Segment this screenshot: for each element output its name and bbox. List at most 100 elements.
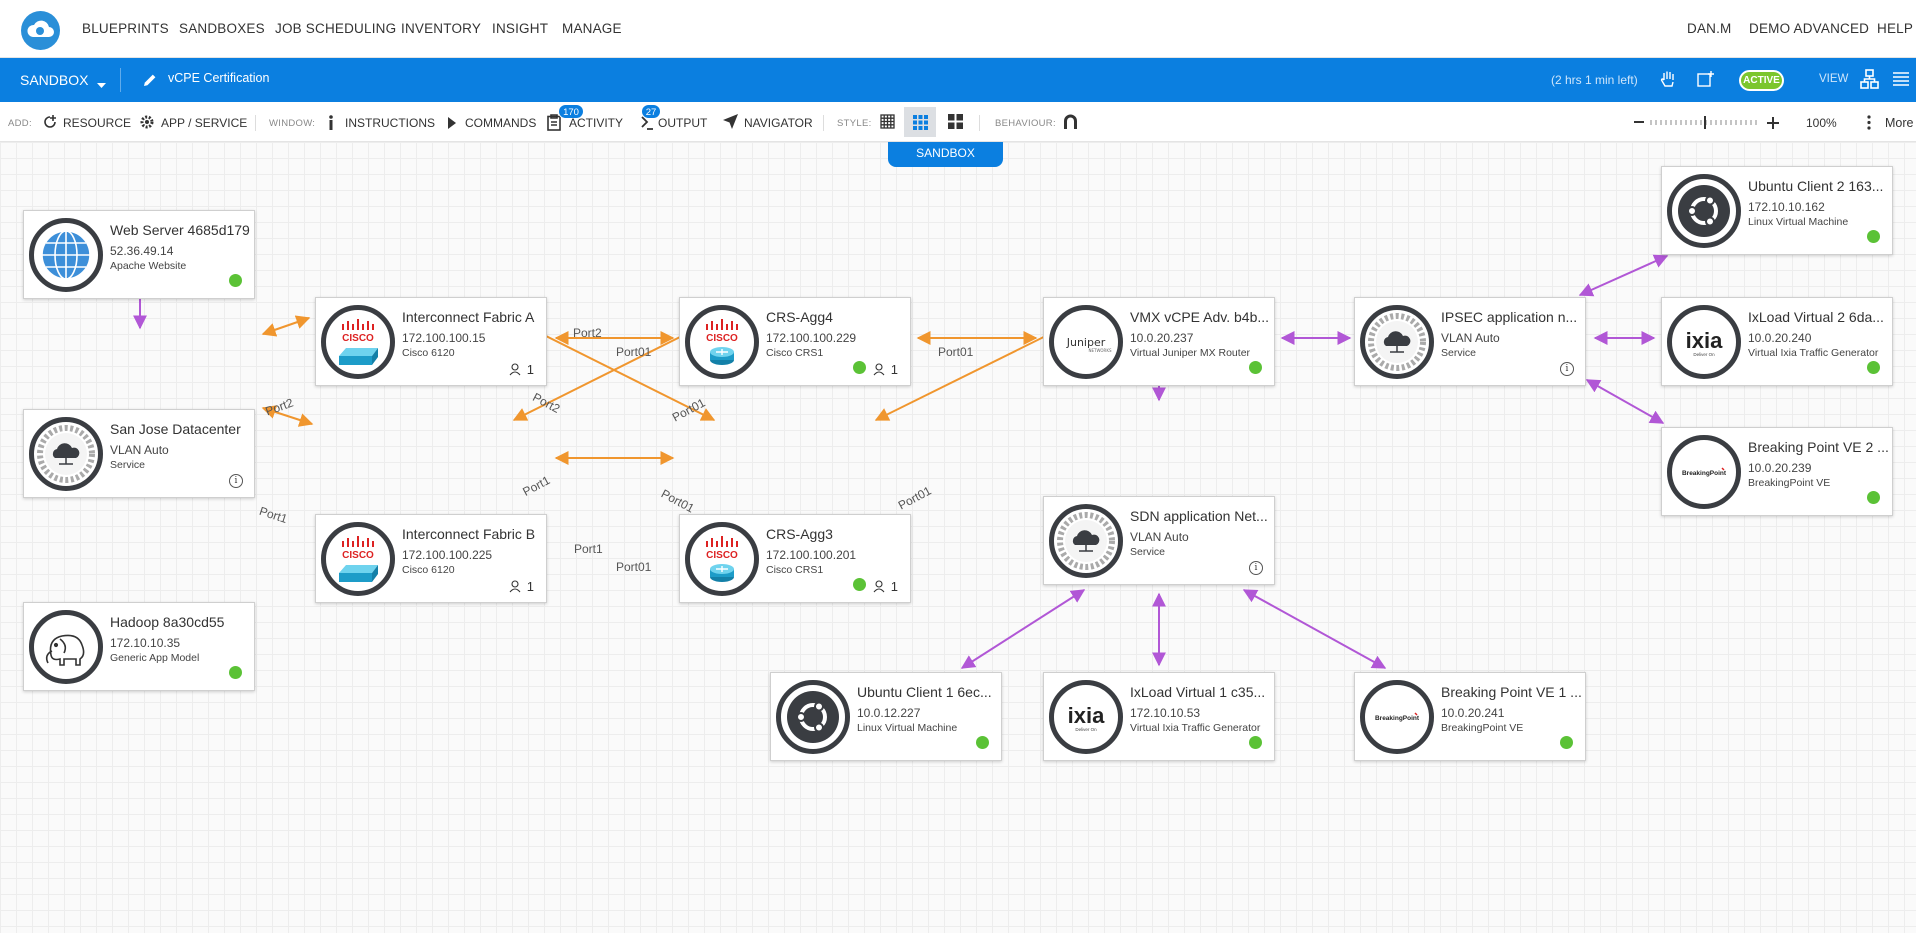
reservation-users[interactable]: 1 (509, 362, 534, 377)
node-address: 172.10.10.35 (110, 636, 181, 650)
user-menu[interactable]: DAN.M (1687, 21, 1732, 36)
resource-node-bp2[interactable]: BreakingPoint Breaking Point VE 2 ... 10… (1661, 427, 1893, 516)
cloudshell-logo-icon[interactable] (21, 11, 60, 50)
instructions-button[interactable]: INSTRUCTIONS (345, 116, 435, 130)
node-address: 52.36.49.14 (110, 244, 174, 258)
commands-button[interactable]: COMMANDS (465, 116, 537, 130)
service-node-sdn[interactable]: SDN application Net... VLAN Auto Service… (1043, 496, 1275, 585)
node-title: IxLoad Virtual 1 c35... (1130, 684, 1266, 700)
node-address: 172.100.100.225 (402, 548, 493, 562)
info-icon[interactable]: i (1249, 561, 1263, 575)
add-label: ADD: (8, 118, 32, 129)
node-address: VLAN Auto (1441, 331, 1500, 345)
small-grid-icon[interactable] (880, 114, 895, 134)
domain-menu[interactable]: DEMO ADVANCED (1749, 21, 1870, 36)
hand-icon[interactable] (1660, 70, 1677, 93)
node-model: Virtual Ixia Traffic Generator (1130, 722, 1261, 734)
list-view-icon[interactable] (1893, 72, 1909, 91)
info-icon[interactable]: i (1560, 362, 1574, 376)
reservation-users[interactable]: 1 (509, 579, 534, 594)
user-count: 1 (526, 362, 534, 377)
nav-sandboxes[interactable]: SANDBOXES (179, 21, 265, 36)
cloud-gear-icon (1049, 504, 1123, 578)
node-address: 172.100.100.15 (402, 331, 486, 345)
user-count: 1 (890, 579, 898, 594)
clipboard-icon[interactable] (547, 114, 561, 136)
resource-node-crs-agg3[interactable]: CISCO CRS-Agg3 172.100.100.201 Cisco CRS… (679, 514, 911, 603)
resource-node-bp1[interactable]: BreakingPoint Breaking Point VE 1 ... 10… (1354, 672, 1586, 761)
more-button[interactable]: More (1885, 116, 1914, 130)
service-node-san-jose[interactable]: San Jose Datacenter VLAN Auto Service i (23, 409, 255, 498)
chevron-down-icon[interactable] (97, 76, 106, 94)
service-node-ipsec[interactable]: IPSEC application n... VLAN Auto Service… (1354, 297, 1586, 386)
output-icon[interactable] (640, 114, 654, 136)
ubuntu-icon (1667, 174, 1741, 248)
node-title: Breaking Point VE 2 ... (1748, 439, 1888, 455)
nav-inventory[interactable]: INVENTORY (401, 21, 482, 36)
topology-canvas[interactable]: SANDBOX Port2 P (0, 142, 1916, 933)
link-ipsec-bp2[interactable] (1585, 379, 1665, 424)
resource-node-crs-agg4[interactable]: CISCO CRS-Agg4 172.100.100.229 Cisco CRS… (679, 297, 911, 386)
add-app-service-button[interactable]: APP / SERVICE (161, 116, 248, 130)
navigator-button[interactable]: NAVIGATOR (744, 116, 813, 130)
resource-node-ubuntu2[interactable]: Ubuntu Client 2 163... 172.10.10.162 Lin… (1661, 166, 1893, 255)
magnet-icon[interactable] (1063, 114, 1078, 134)
node-model: Cisco 6120 (402, 347, 455, 359)
node-address: VLAN Auto (110, 443, 169, 457)
reservation-users[interactable]: 1 (873, 579, 898, 594)
extend-sandbox-icon[interactable] (1697, 70, 1715, 93)
nav-job-scheduling[interactable]: JOB SCHEDULING (275, 21, 397, 36)
resource-node-ubuntu1[interactable]: Ubuntu Client 1 6ec... 10.0.12.227 Linux… (770, 672, 1002, 761)
node-address: 172.100.100.201 (766, 548, 857, 562)
medium-grid-icon (913, 115, 928, 130)
style-label: STYLE: (837, 118, 872, 129)
cloud-gear-icon (1360, 305, 1434, 379)
info-icon[interactable] (328, 115, 334, 135)
sandbox-name[interactable]: vCPE Certification (168, 71, 270, 85)
port-label: Port01 (616, 345, 652, 359)
nav-insight[interactable]: INSIGHT (492, 21, 549, 36)
status-online-indicator (1867, 361, 1880, 374)
medium-grid-style-button[interactable] (904, 107, 936, 137)
resource-node-web-server[interactable]: Web Server 4685d179 52.36.49.14 Apache W… (23, 210, 255, 299)
zoom-out-icon[interactable] (1634, 121, 1644, 123)
window-label: WINDOW: (269, 118, 316, 129)
link-san-jose-fabric-a[interactable] (261, 315, 311, 337)
navigator-arrow-icon[interactable] (723, 114, 738, 134)
app-service-gear-icon[interactable] (139, 114, 155, 135)
nav-manage[interactable]: MANAGE (562, 21, 622, 36)
reservation-users[interactable]: 1 (873, 362, 898, 377)
info-icon[interactable]: i (229, 474, 243, 488)
resource-node-hadoop[interactable]: Hadoop 8a30cd55 172.10.10.35 Generic App… (23, 602, 255, 691)
help-menu[interactable]: HELP (1877, 21, 1914, 36)
port-label: Port1 (574, 542, 603, 556)
zoom-slider[interactable] (1649, 115, 1761, 129)
link-san-jose-fabric-b[interactable] (261, 405, 314, 427)
sandbox-dropdown-label[interactable]: SANDBOX (20, 72, 89, 88)
resource-icon[interactable] (42, 114, 58, 135)
resource-node-fabric-b[interactable]: CISCO Interconnect Fabric B 172.100.100.… (315, 514, 547, 603)
time-left: (2 hrs 1 min left) (1551, 73, 1638, 87)
resource-node-fabric-a[interactable]: CISCO Interconnect Fabric A 172.100.100.… (315, 297, 547, 386)
sandbox-tab[interactable]: SANDBOX (888, 142, 1003, 167)
user-icon (873, 363, 885, 376)
large-grid-icon[interactable] (948, 114, 963, 134)
node-address: VLAN Auto (1130, 530, 1189, 544)
link-sdn-ubuntu1[interactable] (960, 589, 1086, 669)
svg-text:CISCO: CISCO (706, 333, 738, 344)
output-button[interactable]: OUTPUT (658, 116, 708, 130)
diagram-view-icon[interactable] (1860, 69, 1879, 94)
activity-count-badge: 170 (558, 104, 584, 119)
pencil-icon[interactable] (143, 73, 157, 92)
play-icon[interactable] (448, 116, 456, 134)
more-vertical-icon[interactable] (1867, 115, 1871, 135)
link-ipsec-ubuntu2[interactable] (1578, 254, 1669, 297)
nav-blueprints[interactable]: BLUEPRINTS (82, 21, 169, 36)
activity-button[interactable]: ACTIVITY (569, 116, 624, 130)
link-sdn-bp1[interactable] (1242, 589, 1387, 669)
add-resource-button[interactable]: RESOURCE (63, 116, 132, 130)
zoom-in-icon[interactable] (1767, 116, 1779, 134)
